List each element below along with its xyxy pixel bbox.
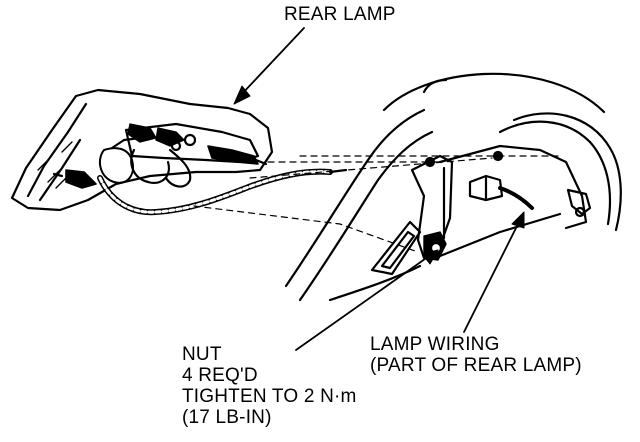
lamp-wiring-label: LAMP WIRING (PART OF REAR LAMP) (370, 334, 582, 376)
rear-lamp-label: REAR LAMP (284, 4, 396, 25)
nut-line-1: NUT (182, 344, 222, 365)
lamp-wiring-line-1: LAMP WIRING (370, 334, 500, 355)
lamp-wiring-arrowhead (511, 211, 525, 229)
lamp-wiring-line-2: (PART OF REAR LAMP) (370, 355, 582, 376)
nut-label: NUT 4 REQ'D TIGHTEN TO 2 N·m (17 LB-IN) (182, 344, 357, 428)
rear-lamp-leader (239, 27, 305, 97)
nut-arrowhead (421, 249, 439, 265)
rear-lamp-arrowhead (233, 85, 251, 105)
leader-lines (233, 27, 525, 351)
vehicle-body (284, 72, 622, 302)
lamp-wiring-leader (463, 219, 521, 333)
rear-lamp-assembly (10, 88, 274, 212)
nut-line-2: 4 REQ'D (182, 365, 258, 386)
nut-line-4: (17 LB-IN) (182, 407, 272, 428)
nut-line-3: TIGHTEN TO 2 N·m (182, 386, 357, 407)
nut-leader (295, 253, 433, 351)
